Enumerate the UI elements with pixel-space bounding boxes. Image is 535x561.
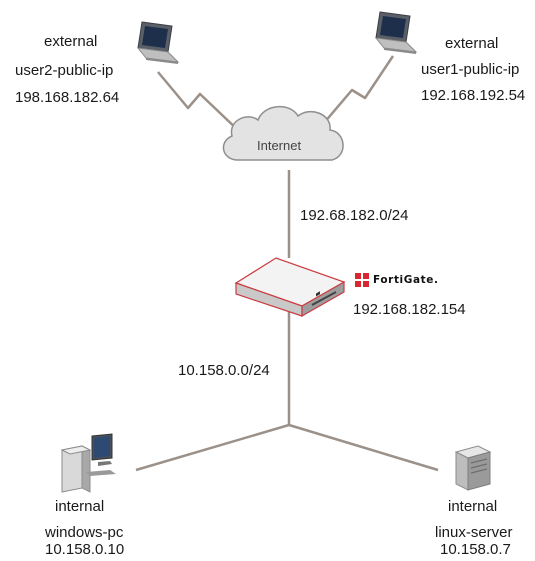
windows-pc-ip-label: 10.158.0.10 <box>45 541 125 558</box>
windows-pc-name-label: windows-pc <box>45 524 124 541</box>
laptop-icon <box>374 11 418 54</box>
link-lan-windows-pc <box>135 423 290 472</box>
user1-zone-label: external <box>445 35 499 52</box>
linux-server-zone-label: internal <box>448 498 498 515</box>
server-tower-icon <box>454 445 492 491</box>
user2-zone-label: external <box>44 33 98 50</box>
fortigate-brand-label: FortiGate. <box>373 274 439 286</box>
user1-name-label: user1-public-ip <box>421 61 520 78</box>
laptop-icon <box>136 21 180 64</box>
user2-ip-label: 198.168.182.64 <box>15 89 120 106</box>
link-lan-linux-server <box>288 423 439 472</box>
fortigate-appliance-icon <box>234 257 346 318</box>
wan-subnet-label: 192.68.182.0/24 <box>300 207 409 224</box>
linux-server-ip-label: 10.158.0.7 <box>440 541 511 558</box>
link-user1-internet <box>317 55 395 131</box>
linux-server-name-label: linux-server <box>435 524 513 541</box>
desktop-pc-icon <box>60 433 116 493</box>
fortigate-mark-icon <box>355 273 369 287</box>
fortigate-logo: FortiGate. <box>355 273 439 287</box>
user1-ip-label: 192.168.192.54 <box>421 87 526 104</box>
windows-pc-zone-label: internal <box>55 498 105 515</box>
links <box>135 55 439 472</box>
internet-label: Internet <box>257 138 302 153</box>
user2-name-label: user2-public-ip <box>15 62 114 79</box>
fortigate-ip-label: 192.168.182.154 <box>353 301 466 318</box>
lan-subnet-label: 10.158.0.0/24 <box>178 362 270 379</box>
cloud-icon <box>222 106 344 161</box>
link-user2-internet <box>157 71 241 133</box>
